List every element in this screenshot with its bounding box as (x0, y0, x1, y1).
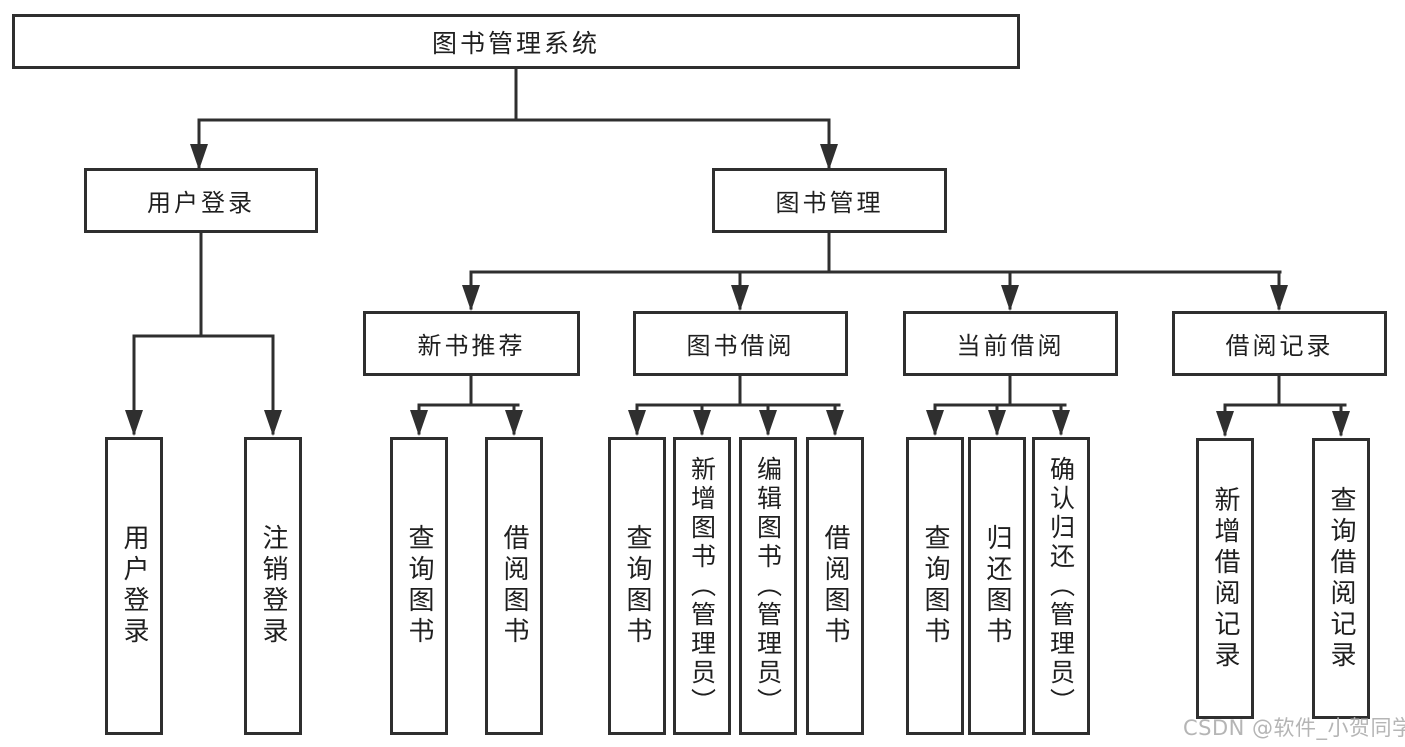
leaf-confirm-return-admin-label: 确认归还（管理员） (1046, 455, 1076, 717)
edge-user-login-children (125, 231, 282, 436)
node-borrow-records: 借阅记录 (1172, 311, 1387, 376)
node-borrow-records-label: 借阅记录 (1225, 332, 1334, 360)
node-book-management-label: 图书管理 (775, 189, 884, 217)
node-user-login: 用户登录 (84, 168, 318, 233)
leaf-add-books-admin: 新增图书（管理员） (673, 437, 731, 735)
node-new-book-recommend: 新书推荐 (363, 311, 580, 376)
leaf-add-borrow-record-label: 新增借阅记录 (1210, 485, 1240, 672)
leaf-user-login: 用户登录 (105, 437, 163, 735)
node-book-management: 图书管理 (712, 168, 947, 233)
leaf-current-query-books: 查询图书 (906, 437, 964, 735)
leaf-borrow-books: 借阅图书 (806, 437, 864, 735)
leaf-recommend-query-books: 查询图书 (390, 437, 448, 735)
leaf-borrow-query-books: 查询图书 (608, 437, 666, 735)
leaf-add-books-admin-label: 新增图书（管理员） (687, 455, 717, 717)
leaf-confirm-return-admin: 确认归还（管理员） (1032, 437, 1090, 735)
node-new-book-recommend-label: 新书推荐 (417, 332, 526, 360)
node-current-borrow-label: 当前借阅 (956, 332, 1065, 360)
leaf-edit-books-admin-label: 编辑图书（管理员） (753, 455, 783, 717)
leaf-return-books: 归还图书 (968, 437, 1026, 735)
edge-recommend-children (410, 374, 523, 436)
leaf-query-borrow-record-label: 查询借阅记录 (1326, 485, 1356, 672)
leaf-logout: 注销登录 (244, 437, 302, 735)
edge-current-children (926, 374, 1070, 436)
leaf-return-books-label: 归还图书 (982, 524, 1012, 648)
edge-records-children (1216, 374, 1350, 437)
leaf-recommend-query-books-label: 查询图书 (404, 524, 434, 648)
watermark: CSDN @软件_小贺同学 (1183, 716, 1405, 740)
edge-borrow-children (628, 374, 844, 436)
leaf-logout-label: 注销登录 (258, 524, 288, 648)
leaf-recommend-borrow-books-label: 借阅图书 (499, 524, 529, 648)
node-book-borrow-label: 图书借阅 (686, 332, 795, 360)
leaf-recommend-borrow-books: 借阅图书 (485, 437, 543, 735)
node-current-borrow: 当前借阅 (903, 311, 1118, 376)
edge-book-mgmt-sections (462, 231, 1288, 311)
leaf-current-query-books-label: 查询图书 (920, 524, 950, 648)
leaf-borrow-books-label: 借阅图书 (820, 524, 850, 648)
node-user-login-label: 用户登录 (147, 189, 255, 217)
leaf-edit-books-admin: 编辑图书（管理员） (739, 437, 797, 735)
leaf-add-borrow-record: 新增借阅记录 (1196, 438, 1254, 719)
leaf-user-login-label: 用户登录 (119, 524, 149, 648)
node-book-borrow: 图书借阅 (633, 311, 848, 376)
node-root-system: 图书管理系统 (12, 14, 1020, 69)
node-root-label: 图书管理系统 (431, 28, 600, 58)
leaf-query-borrow-record: 查询借阅记录 (1312, 438, 1370, 719)
leaf-borrow-query-books-label: 查询图书 (622, 524, 652, 648)
edge-root-to-level2 (190, 67, 838, 170)
